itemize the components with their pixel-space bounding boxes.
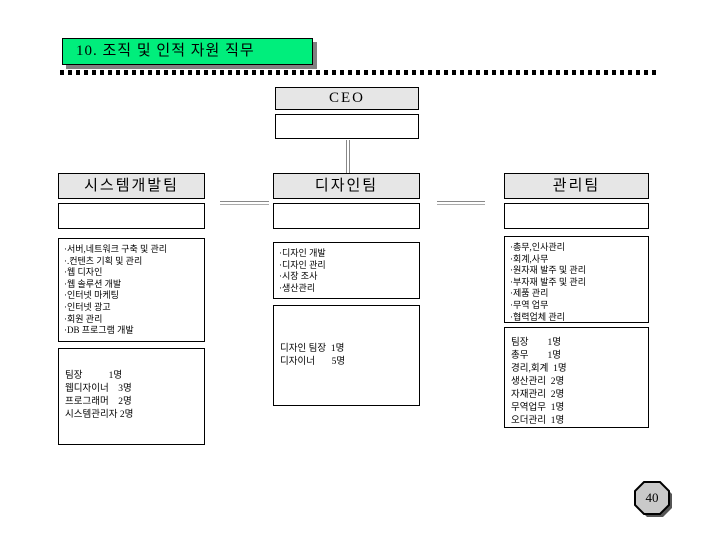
team3-staff-item: 무역업무 1명 — [511, 403, 565, 413]
team2-sub-box — [273, 203, 420, 229]
slide-title-box: 10. 조직 및 인적 자원 직무 — [62, 38, 313, 65]
ceo-sub-box — [275, 114, 419, 139]
ceo-label: CEO — [329, 90, 365, 106]
team1-name: 시스템개발팀 — [84, 178, 179, 194]
team3-sub-box — [504, 203, 649, 229]
team3-duty-item: ·총무,인사관리 — [510, 242, 565, 252]
team2-name: 디자인팀 — [314, 178, 379, 194]
team1-duty-item: ·DB 프로그램 개발 — [64, 325, 134, 336]
team1-staff-item: 팀장 1명 — [65, 371, 123, 381]
ceo-connector-line — [346, 140, 350, 173]
team1-staff-item: 시스템관리자 2명 — [65, 410, 134, 420]
team3-staff-item: 생산관리 2명 — [511, 377, 565, 387]
team2-staff-item: 디자인 팀장 1명 — [280, 344, 345, 354]
team3-header-box: 관리팀 — [504, 173, 649, 199]
team3-staff-item: 경리,회계 1명 — [511, 364, 567, 374]
team1-duty-item: ·.컨텐츠 기획 및 관리 — [64, 255, 143, 266]
team1-staff-item: 웹디자이너 3명 — [65, 384, 132, 394]
team2-duty-item: ·생산관리 — [279, 282, 316, 293]
team3-duty-item: ·원자재 발주 및 관리 — [510, 265, 586, 276]
team3-staff-item: 자재관리 2명 — [511, 390, 565, 400]
slide-title: 10. 조직 및 인적 자원 직무 — [76, 43, 255, 59]
team2-header-box: 디자인팀 — [273, 173, 420, 199]
team1-duty-item: ·회원 관리 — [64, 313, 103, 324]
team1-duty-item: ·인터넷 마케팅 — [64, 290, 119, 301]
team3-staff-item: 팀장 1명 — [511, 338, 561, 348]
team3-staff-item: 총무 1명 — [511, 351, 561, 361]
team1-header-box: 시스템개발팀 — [58, 173, 205, 199]
team3-duty-item: ·무역 업무 — [510, 299, 549, 310]
team3-duties-box: ·총무,인사관리·회계,사무·원자재 발주 및 관리·부자재 발주 및 관리·제… — [504, 236, 649, 323]
team2-staff-item: 디자이너 5명 — [280, 357, 346, 367]
team3-duty-item: ·제품 관리 — [510, 288, 549, 299]
team3-duty-item: ·부자재 발주 및 관리 — [510, 276, 586, 287]
team1-duties-box: ·서버,네트워크 구축 및 관리·.컨텐츠 기획 및 관리·웹 디자인·웹 솔루… — [58, 238, 205, 342]
team1-staff-item: 프로그래머 2명 — [65, 397, 132, 407]
octagon-shape — [634, 481, 670, 515]
team1-duty-item: ·인터넷 광고 — [64, 301, 111, 312]
team3-name: 관리팀 — [552, 178, 601, 194]
team1-sub-box — [58, 203, 205, 229]
team2-duty-item: ·디자인 관리 — [279, 259, 326, 270]
page-number: 40 — [646, 490, 659, 505]
team1-duty-item: ·웹 디자인 — [64, 267, 103, 278]
team3-duty-item: ·회계,사무 — [510, 253, 549, 264]
dotted-divider — [60, 70, 658, 75]
team2-team3-connector-line — [437, 201, 485, 205]
team2-duty-item: ·시장 조사 — [279, 271, 318, 282]
team1-team2-connector-line — [220, 201, 269, 205]
ceo-box: CEO — [275, 87, 419, 110]
team1-duty-item: ·서버,네트워크 구축 및 관리 — [64, 244, 168, 254]
team2-duties-box: ·디자인 개발·디자인 관리·시장 조사·생산관리 — [273, 242, 420, 299]
team1-duty-item: ·웹 솔루션 개발 — [64, 278, 122, 289]
page-number-badge: 40 — [634, 481, 672, 517]
team3-staff-item: 오더관리 1명 — [511, 416, 565, 426]
team2-duty-item: ·디자인 개발 — [279, 248, 326, 258]
team3-duty-item: ·협력업체 관리 — [510, 311, 565, 322]
